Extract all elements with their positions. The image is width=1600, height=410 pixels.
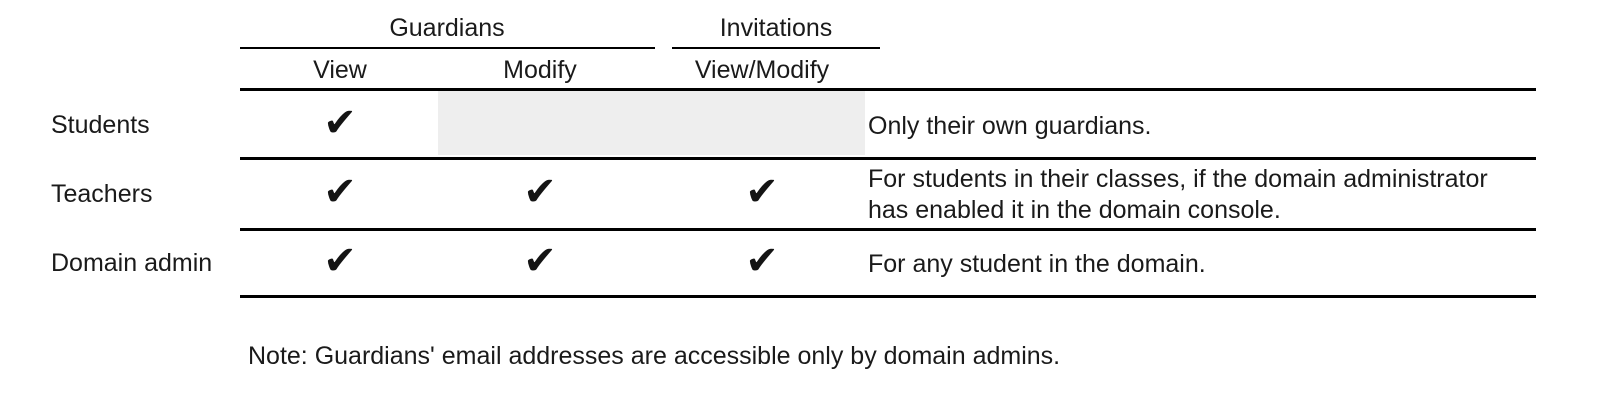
table-rule-after-students [240, 157, 1536, 160]
table-rule-bottom [240, 295, 1536, 298]
sub-header-modify: Modify [503, 56, 577, 84]
group-header-guardians: Guardians [389, 14, 505, 42]
check-domain-admin-guardians-view: ✔ [323, 238, 357, 284]
check-teachers-guardians-view: ✔ [323, 169, 357, 215]
group-header-invitations: Invitations [719, 14, 833, 42]
table-note: Note: Guardians' email addresses are acc… [248, 342, 1061, 370]
check-teachers-invitations-view-modify: ✔ [745, 169, 779, 215]
table-rule-after-teachers [240, 228, 1536, 231]
table-rule-top [240, 88, 1536, 91]
sub-header-view-modify: View/Modify [694, 56, 830, 84]
group-rule-invitations [672, 47, 880, 49]
sub-header-view: View [313, 56, 367, 84]
check-domain-admin-guardians-modify: ✔ [523, 238, 557, 284]
row-label-students: Students [51, 111, 150, 139]
row-description-teachers: For students in their classes, if the do… [868, 165, 1488, 224]
shaded-cell-students-modify [438, 91, 865, 155]
row-description-students: Only their own guardians. [868, 112, 1152, 140]
check-students-guardians-view: ✔ [323, 100, 357, 146]
row-label-teachers: Teachers [51, 180, 153, 208]
check-domain-admin-invitations-view-modify: ✔ [745, 238, 779, 284]
check-teachers-guardians-modify: ✔ [523, 169, 557, 215]
row-label-domain-admin: Domain admin [51, 249, 213, 277]
group-rule-guardians [240, 47, 655, 49]
row-description-domain-admin: For any student in the domain. [868, 250, 1206, 278]
